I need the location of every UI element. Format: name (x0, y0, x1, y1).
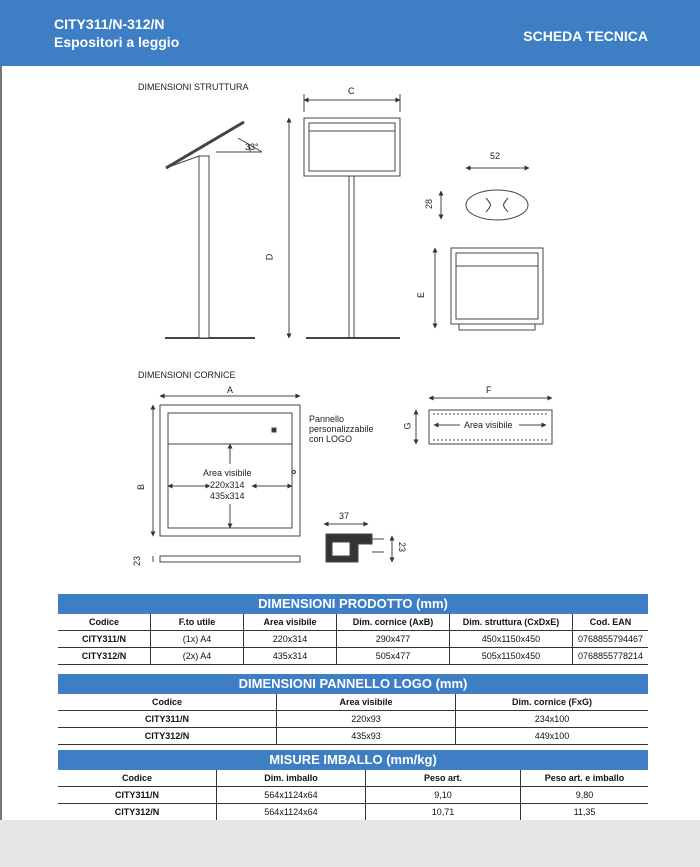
table-row: CITY311/N (1x) A4 220x314 290x477 450x11… (58, 630, 648, 648)
cell: (2x) A4 (150, 647, 244, 665)
dim-d-label: D (264, 253, 275, 261)
table-row: CITY311/N 220x93 234x100 (58, 710, 648, 728)
table-row: CITY312/N (2x) A4 435x314 505x477 505x11… (58, 647, 648, 665)
structure-title: DIMENSIONI STRUTTURA (138, 82, 249, 92)
cell: 220x93 (276, 710, 456, 728)
cell: 435x93 (276, 727, 456, 745)
cell: 564x1124x64 (216, 803, 366, 821)
cell: 449x100 (455, 727, 648, 745)
visible-area-size-2: 435x314 (210, 491, 245, 501)
cell: CITY311/N (58, 710, 277, 728)
cell: 9,10 (365, 786, 521, 804)
cell: CITY312/N (58, 803, 217, 821)
col-header: Dim. imballo (216, 770, 366, 787)
cell: 0768855794467 (572, 630, 648, 648)
cell: 10,71 (365, 803, 521, 821)
pack-table-title: MISURE IMBALLO (mm/kg) (58, 750, 648, 770)
dim-23-profile-label: 23 (397, 541, 408, 553)
cell: 505x477 (336, 647, 450, 665)
dim-f-label: F (486, 385, 492, 395)
cell: 450x1150x450 (449, 630, 573, 648)
col-header: Area visibile (276, 694, 456, 711)
sheet-label: SCHEDA TECNICA (523, 28, 648, 44)
dim-c-label: C (348, 86, 355, 96)
visible-area-size-1: 220x314 (210, 480, 245, 490)
logo-panel-view (413, 395, 553, 445)
front-view-stand (286, 94, 401, 339)
col-header: Codice (58, 694, 277, 711)
window-edge (0, 0, 2, 867)
cell: 9,80 (520, 786, 648, 804)
col-header: Cod. EAN (572, 614, 648, 631)
logo-visible-area-label: Area visibile (464, 420, 513, 430)
frame-front-view (150, 393, 301, 563)
dim-e-label: E (416, 291, 427, 299)
table-row: CITY311/N 564x1124x64 9,10 9,80 (58, 786, 648, 804)
visible-area-label: Area visibile (203, 468, 252, 478)
col-header: Area visibile (243, 614, 337, 631)
technical-drawing (150, 94, 553, 563)
header-bar: CITY311/N-312/N Espositori a leggio SCHE… (0, 0, 700, 66)
dim-52-label: 52 (490, 151, 501, 161)
cell: 435x314 (243, 647, 337, 665)
dim-g-label: G (402, 422, 413, 430)
page-footer-gap (0, 820, 700, 867)
packaging-table: Codice Dim. imballo Peso art. Peso art. … (58, 770, 648, 821)
cell: CITY311/N (58, 630, 151, 648)
dim-23-frame-label: 23 (132, 555, 143, 567)
dim-b-label: B (136, 483, 147, 491)
cell: 564x1124x64 (216, 786, 366, 804)
panel-note-line-2: personalizzabile (309, 424, 374, 434)
col-header: Codice (58, 770, 217, 787)
col-header: F.to utile (150, 614, 244, 631)
dim-28-label: 28 (424, 198, 435, 210)
cell: CITY311/N (58, 786, 217, 804)
panel-note-line-3: con LOGO (309, 434, 353, 444)
cell: 0768855778214 (572, 647, 648, 665)
dim-a-label: A (227, 385, 234, 395)
cell: 220x314 (243, 630, 337, 648)
col-header: Codice (58, 614, 151, 631)
side-view-stand (165, 120, 263, 339)
panel-note-line-1: Pannello (309, 414, 345, 424)
logo-panel-table: Codice Area visibile Dim. cornice (FxG) … (58, 694, 648, 745)
col-header: Dim. cornice (FxG) (455, 694, 648, 711)
frame-title: DIMENSIONI CORNICE (138, 370, 236, 380)
cell: 234x100 (455, 710, 648, 728)
product-name: Espositori a leggio (54, 34, 180, 50)
product-dimensions-table: Codice F.to utile Area visibile Dim. cor… (58, 614, 648, 665)
table-row: CITY312/N 435x93 449x100 (58, 727, 648, 745)
col-header: Dim. struttura (CxDxE) (449, 614, 573, 631)
product-code: CITY311/N-312/N (54, 16, 165, 32)
product-table-title: DIMENSIONI PRODOTTO (mm) (58, 594, 648, 614)
top-view-base (432, 247, 544, 331)
col-header: Dim. cornice (AxB) (336, 614, 450, 631)
dim-37-label: 37 (339, 511, 350, 521)
cell: 505x1150x450 (449, 647, 573, 665)
angle-label: 33° (245, 142, 259, 152)
cell: CITY312/N (58, 727, 277, 745)
profile-section (438, 165, 530, 221)
cell: CITY312/N (58, 647, 151, 665)
frame-profile-section (323, 521, 395, 563)
col-header: Peso art. e imballo (520, 770, 648, 787)
col-header: Peso art. (365, 770, 521, 787)
cell: 11,35 (520, 803, 648, 821)
table-row: CITY312/N 564x1124x64 10,71 11,35 (58, 803, 648, 821)
logo-table-title: DIMENSIONI PANNELLO LOGO (mm) (58, 674, 648, 694)
cell: 290x477 (336, 630, 450, 648)
cell: (1x) A4 (150, 630, 244, 648)
